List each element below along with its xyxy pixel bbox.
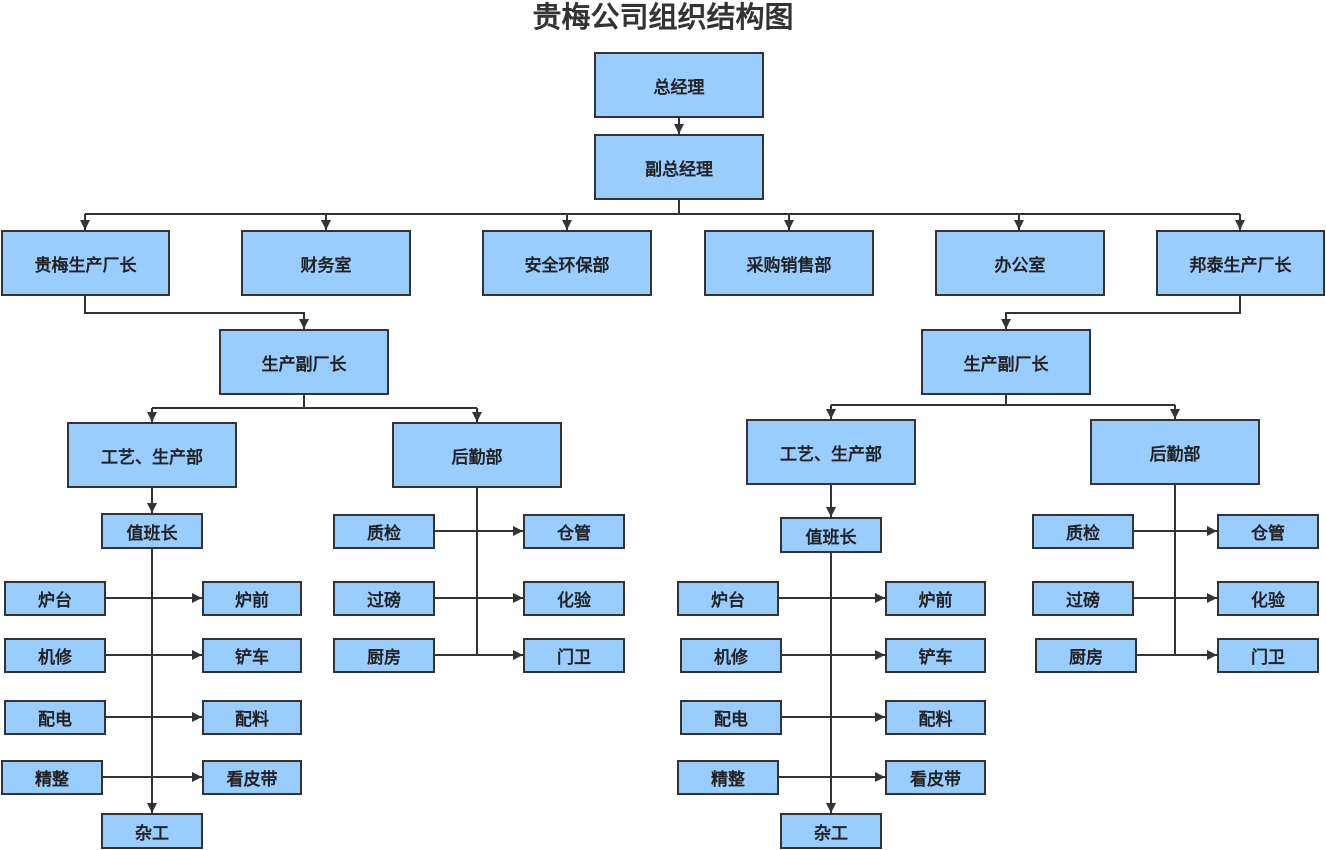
node-left-finishing[interactable]: 精整 xyxy=(1,760,103,795)
node-right-shift-lead[interactable]: 值班长 xyxy=(780,517,882,553)
node-left-power[interactable]: 配电 xyxy=(4,700,106,735)
node-right-shovel-car[interactable]: 铲车 xyxy=(885,638,986,673)
node-deputy-general-manager[interactable]: 副总经理 xyxy=(594,134,764,200)
node-left-shift-lead[interactable]: 值班长 xyxy=(101,513,203,549)
node-left-gate[interactable]: 门卫 xyxy=(523,638,625,673)
node-right-mechanic[interactable]: 机修 xyxy=(680,638,782,673)
node-bangtai-director[interactable]: 邦泰生产厂长 xyxy=(1156,230,1325,296)
node-finance[interactable]: 财务室 xyxy=(241,230,411,296)
node-right-process-dept[interactable]: 工艺、生产部 xyxy=(746,419,916,485)
connector-right-director-deputy xyxy=(1001,296,1241,329)
node-right-belt-watch[interactable]: 看皮带 xyxy=(885,760,986,795)
node-right-finishing[interactable]: 精整 xyxy=(677,760,779,795)
node-right-furnace-front[interactable]: 炉前 xyxy=(885,581,986,616)
node-left-misc[interactable]: 杂工 xyxy=(101,813,203,849)
node-left-shovel-car[interactable]: 铲车 xyxy=(202,638,302,673)
node-right-lab[interactable]: 化验 xyxy=(1217,581,1319,616)
node-right-quality[interactable]: 质检 xyxy=(1032,514,1134,549)
node-left-furnace-platform[interactable]: 炉台 xyxy=(4,581,106,616)
node-right-batching[interactable]: 配料 xyxy=(885,700,986,735)
node-left-process-dept[interactable]: 工艺、生产部 xyxy=(67,422,237,488)
node-right-kitchen[interactable]: 厨房 xyxy=(1035,638,1137,673)
node-general-manager[interactable]: 总经理 xyxy=(594,52,764,118)
node-purchase-sales[interactable]: 采购销售部 xyxy=(704,230,874,296)
node-safety-env[interactable]: 安全环保部 xyxy=(482,230,652,296)
node-left-furnace-front[interactable]: 炉前 xyxy=(202,581,302,616)
node-left-kitchen[interactable]: 厨房 xyxy=(333,638,435,673)
node-left-mechanic[interactable]: 机修 xyxy=(4,638,106,673)
node-right-furnace-platform[interactable]: 炉台 xyxy=(677,581,779,616)
node-left-weighing[interactable]: 过磅 xyxy=(333,581,435,616)
node-left-belt-watch[interactable]: 看皮带 xyxy=(202,760,302,795)
node-left-lab[interactable]: 化验 xyxy=(523,581,625,616)
node-right-misc[interactable]: 杂工 xyxy=(780,813,882,849)
node-right-gate[interactable]: 门卫 xyxy=(1217,638,1319,673)
node-left-batching[interactable]: 配料 xyxy=(202,700,302,735)
node-right-weighing[interactable]: 过磅 xyxy=(1032,581,1134,616)
node-left-deputy-director[interactable]: 生产副厂长 xyxy=(219,329,389,395)
node-right-warehouse[interactable]: 仓管 xyxy=(1217,514,1319,549)
node-guimei-director[interactable]: 贵梅生产厂长 xyxy=(1,230,170,296)
node-right-power[interactable]: 配电 xyxy=(680,700,782,735)
node-left-quality[interactable]: 质检 xyxy=(333,514,435,549)
chart-title: 贵梅公司组织结构图 xyxy=(532,0,794,34)
node-left-warehouse[interactable]: 仓管 xyxy=(523,514,625,549)
node-left-logistics[interactable]: 后勤部 xyxy=(392,422,562,488)
node-right-deputy-director[interactable]: 生产副厂长 xyxy=(921,329,1091,395)
node-office[interactable]: 办公室 xyxy=(935,230,1105,296)
node-right-logistics[interactable]: 后勤部 xyxy=(1090,419,1260,485)
connector-left-director-deputy xyxy=(84,296,309,329)
